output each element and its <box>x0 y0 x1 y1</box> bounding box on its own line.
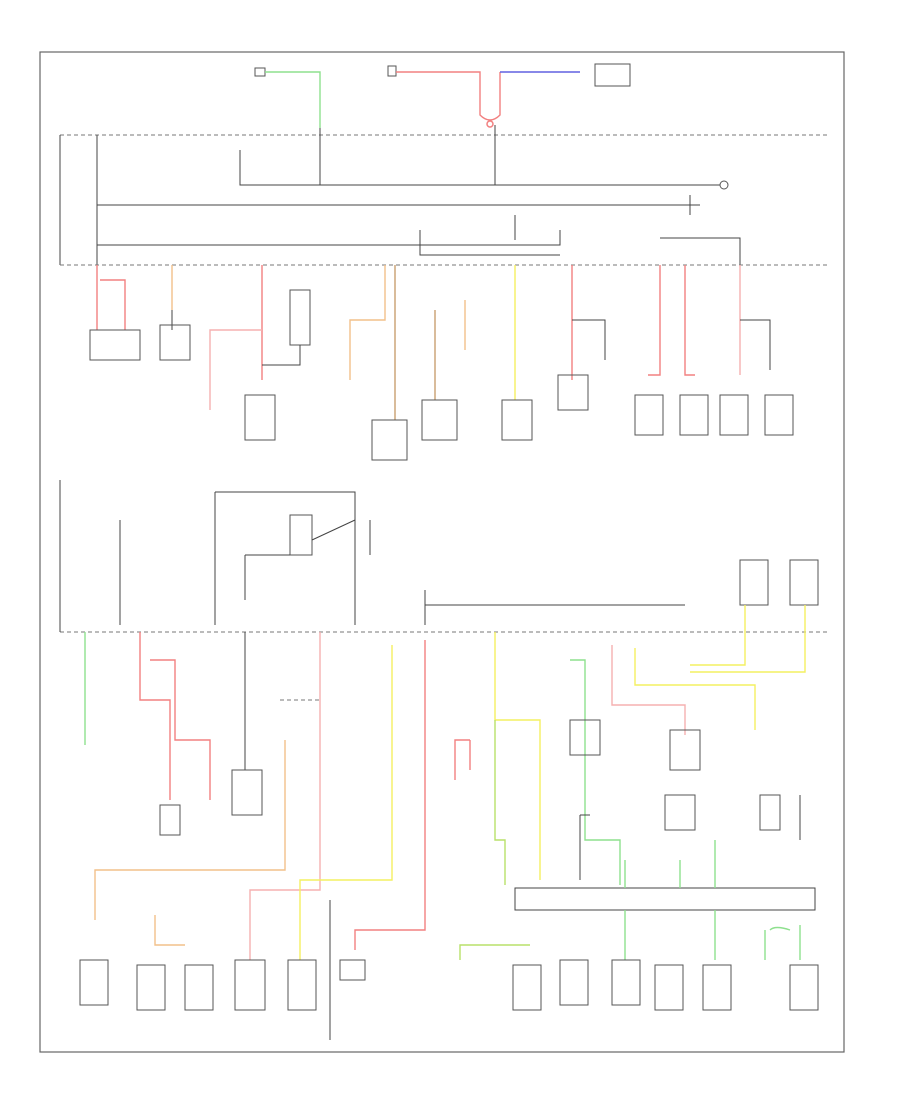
diagram-frame <box>39 51 845 1053</box>
component-r <box>234 959 266 1011</box>
component-i <box>634 394 664 436</box>
top-bus-section <box>59 63 830 266</box>
top-connector-2 <box>387 65 397 77</box>
upper-branches <box>89 265 794 461</box>
middle-bus-section <box>59 480 830 673</box>
component-f <box>421 399 458 441</box>
component-y <box>759 794 781 831</box>
component-t <box>339 959 366 981</box>
component-right-top-2 <box>789 559 819 606</box>
component-x <box>664 794 696 831</box>
component-z5 <box>789 964 819 1011</box>
wire-top-green <box>265 71 321 128</box>
component-z4 <box>702 964 732 1011</box>
component-q <box>231 769 263 816</box>
component-j <box>679 394 709 436</box>
component-w <box>669 729 701 771</box>
component-g <box>501 399 533 441</box>
wire-top-red <box>396 71 501 121</box>
component-p <box>184 964 214 1011</box>
component-m <box>159 804 181 836</box>
component-z1 <box>559 959 589 1006</box>
component-s <box>287 959 317 1011</box>
component-e <box>371 419 408 461</box>
relay-box <box>289 514 313 556</box>
component-v <box>569 719 601 756</box>
component-b <box>159 324 191 361</box>
component-right-top-1 <box>739 559 769 606</box>
top-connector-3 <box>594 63 631 87</box>
component-z2 <box>611 959 641 1006</box>
lower-branches <box>79 632 819 1040</box>
component-n <box>79 959 109 1006</box>
top-connector-1 <box>254 67 266 77</box>
component-k <box>719 394 749 436</box>
component-a <box>89 329 141 361</box>
component-c <box>244 394 276 441</box>
component-l <box>764 394 794 436</box>
component-o <box>136 964 166 1011</box>
component-h <box>557 374 589 411</box>
component-d <box>289 289 311 346</box>
component-z3 <box>654 964 684 1011</box>
component-u <box>512 964 542 1011</box>
